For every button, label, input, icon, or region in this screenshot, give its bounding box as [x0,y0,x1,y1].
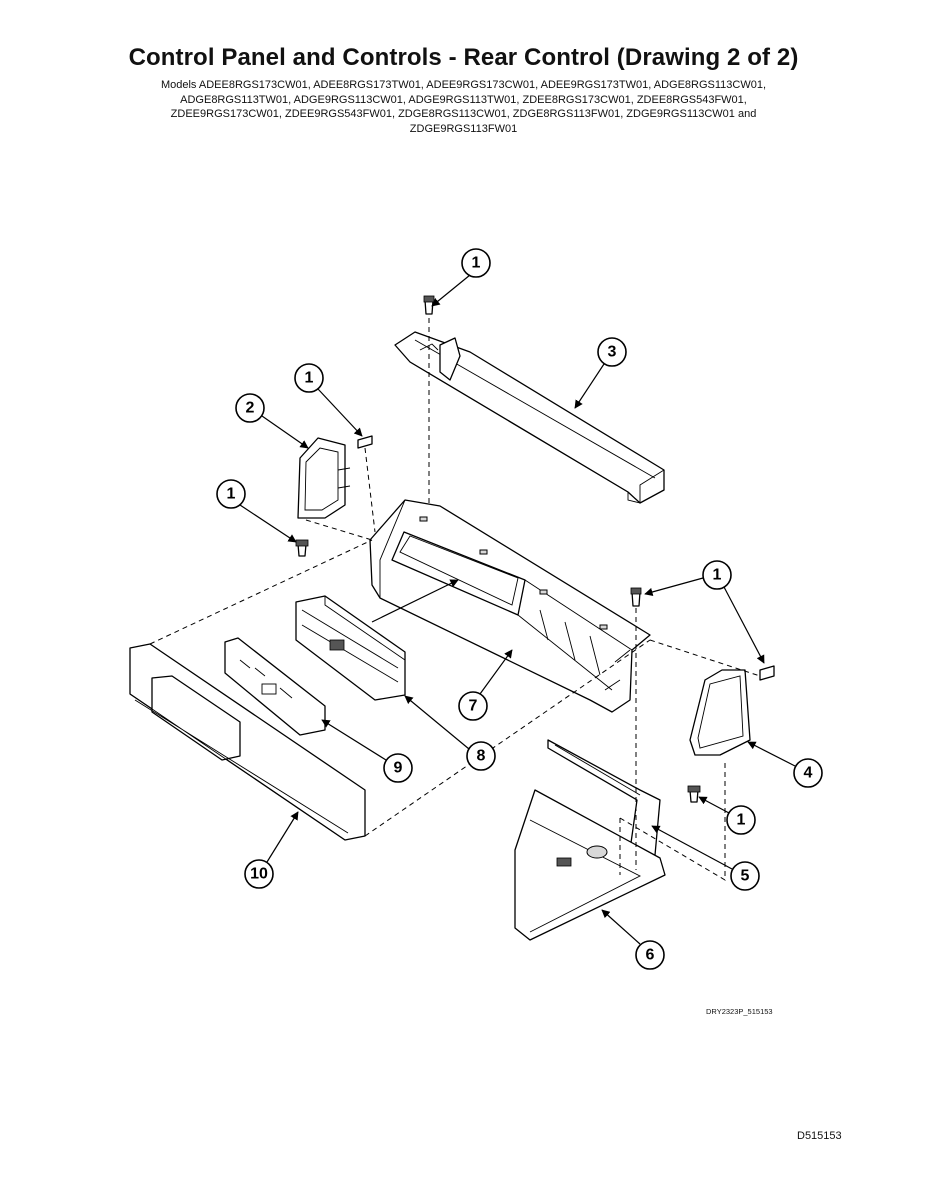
callout-5: 5 [651,825,760,891]
assembly-arrow [371,579,459,623]
callout-7: 7 [458,649,513,721]
callout-1: 1 [644,560,765,664]
svg-text:10: 10 [250,866,268,883]
callout-1: 1 [216,479,297,543]
drawing-code: DRY2323P_515153 [706,1007,773,1016]
model-list: Models ADEE8RGS173CW01, ADEE8RGS173TW01,… [60,78,867,136]
svg-text:3: 3 [608,344,617,361]
model-line: Models ADEE8RGS173CW01, ADEE8RGS173TW01,… [160,79,767,91]
svg-text:8: 8 [477,748,486,765]
svg-text:9: 9 [394,760,403,777]
screw-left-lower [295,539,309,557]
part-cabinet-top [514,789,666,941]
screw-right-upper [630,587,642,607]
svg-text:1: 1 [227,486,236,503]
svg-text:5: 5 [741,868,750,885]
svg-text:4: 4 [804,765,813,782]
svg-text:1: 1 [472,255,481,272]
part-right-end-cap [689,669,751,756]
callout-6: 6 [601,909,665,970]
part-control-board [295,595,406,701]
document-id: D515153 [797,1130,842,1142]
svg-text:1: 1 [713,567,722,584]
part-control-console [369,499,651,713]
svg-text:6: 6 [646,947,655,964]
callout-10: 10 [244,811,299,889]
screw-right-lower [687,785,701,803]
callout-3: 3 [574,337,627,409]
callout-1: 1 [294,363,363,437]
model-line: ZDGE9RGS113FW01 [409,122,518,135]
page-title: Control Panel and Controls - Rear Contro… [128,44,799,71]
part-rear-top-cover [394,331,665,504]
alignment-lines [149,318,761,881]
screw-left-upper [357,435,373,449]
callout-4: 4 [747,741,823,788]
model-line: ZDEE9RGS173CW01, ZDEE9RGS543FW01, ZDGE8R… [170,108,757,120]
callout-8: 8 [404,695,496,771]
svg-text:1: 1 [737,812,746,829]
screw-right-side [759,665,775,681]
part-overlay [224,637,326,736]
svg-text:1: 1 [305,370,314,387]
callout-2: 2 [235,393,309,449]
model-line: ADGE8RGS113TW01, ADGE9RGS113CW01, ADGE9R… [180,93,747,106]
callout-1: 1 [698,796,756,835]
svg-text:2: 2 [246,400,255,417]
svg-text:7: 7 [469,698,478,715]
part-left-end-cap [297,437,351,519]
callout-1: 1 [431,248,491,307]
callout-9: 9 [321,719,413,783]
